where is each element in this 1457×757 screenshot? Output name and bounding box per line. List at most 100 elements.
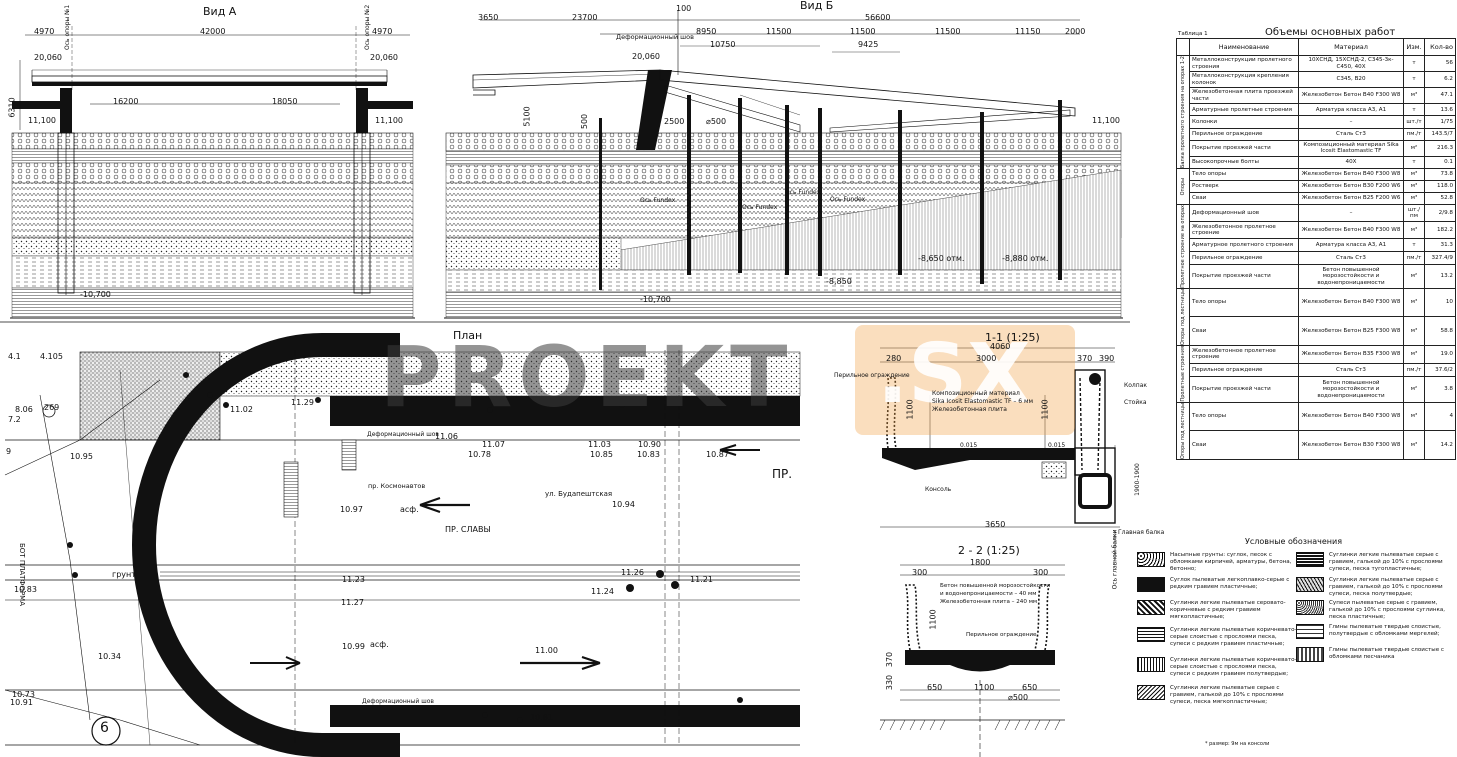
legend-text: Суглок пылеватые легкоплавко-серые с ред… — [1170, 577, 1290, 590]
table-cell: 19.0 — [1424, 345, 1456, 364]
sec2-dim: 330 — [885, 674, 895, 691]
plan-mark: 11.23 — [342, 575, 365, 584]
table-cell: 6.2 — [1424, 71, 1456, 89]
view-b-low: -10,700 — [640, 295, 671, 304]
view-b-mark: 100 — [676, 4, 692, 13]
legend-swatch — [1296, 624, 1324, 639]
plan-mark: 10.83 — [14, 585, 37, 594]
table-cell: м³ — [1403, 345, 1425, 364]
table-group-label: Пролетное строение на опорах — [1180, 205, 1186, 288]
table-cell: Сталь Ст3 — [1298, 127, 1404, 141]
street-budapest: ул. Будапештская — [545, 490, 613, 498]
table-cell: шт./т — [1403, 115, 1425, 129]
legend-text: Супеси пылеватые серые с гравием, галько… — [1329, 600, 1446, 620]
table-cell: Железобетон Бетон В25 F200 W6 — [1298, 192, 1404, 206]
legend-text: Суглинки легкие пылеватые коричневато-се… — [1170, 627, 1297, 647]
table-cell: Арматура класса А3, А1 — [1298, 238, 1404, 252]
plan-mark: 10.95 — [70, 452, 93, 461]
sec2-note: Бетон повышенной морозостойкости — [940, 583, 1051, 589]
table-group-label: Опоры под лестницы — [1180, 402, 1186, 459]
table-cell: Бетон повышенной морозостойкости и водон… — [1298, 376, 1404, 403]
table-cell: Арматурное пролетного строения — [1189, 238, 1299, 252]
view-a-height: 6310 — [7, 97, 17, 118]
sec1-post: Стойка — [1124, 399, 1147, 406]
table-cell: Композиционный материал Sika Icosit Elas… — [1298, 139, 1404, 157]
sec1-dim: 370 — [1077, 354, 1093, 363]
view-a-dim: 18050 — [272, 97, 298, 106]
table-cell: Покрытие проезжей части — [1189, 263, 1299, 289]
view-a-bridge — [12, 26, 413, 295]
table-cell: пм./т — [1403, 362, 1425, 378]
view-a-low: -10,700 — [80, 290, 111, 299]
table-cell: 47.1 — [1424, 87, 1456, 105]
sec2-dim: 1100 — [928, 609, 938, 630]
table-cell: Бетон повышенной морозостойкости и водон… — [1298, 263, 1404, 289]
table-cell: Тело опоры — [1189, 287, 1299, 318]
view-a-title: Вид А — [203, 5, 237, 18]
legend-swatch — [1296, 552, 1324, 567]
sec2-dim: 300 — [1033, 568, 1049, 577]
street-slavy: ПР. СЛАВЫ — [445, 525, 491, 534]
watermark-text: PROEKT — [380, 328, 794, 426]
legend-item: Суглинки легкие пылеватые коричневато-се… — [1137, 657, 1297, 678]
table-cell: пм./т — [1403, 251, 1425, 265]
plan-tag: 4.105 — [40, 352, 63, 361]
view-b-total: 56600 — [865, 13, 891, 22]
table-header-group — [1176, 38, 1190, 56]
table-cell: 1/75 — [1424, 115, 1456, 129]
table-cell: 52.8 — [1424, 192, 1456, 206]
plan-title: План — [453, 329, 483, 342]
view-b-depth: -8,850 — [826, 277, 852, 286]
legend-item: Суглок пылеватые легкоплавко-серые с ред… — [1137, 577, 1297, 592]
table-cell: Перильное ограждение — [1189, 127, 1299, 141]
plan-drawing — [4, 330, 801, 757]
soil-label: Ось Fundex — [640, 197, 676, 204]
sec1-dim: 1100 — [1040, 399, 1050, 420]
table-cell: 31.3 — [1424, 238, 1456, 252]
table-cell: Деформационный шов — [1189, 204, 1299, 223]
view-a-dim: 42000 — [200, 27, 226, 36]
table-header: Изм. — [1403, 38, 1425, 56]
table-cell: Тело опоры — [1189, 168, 1299, 182]
view-a-soil — [10, 132, 415, 319]
table-cell: Покрытие проезжей части — [1189, 376, 1299, 403]
legend-item: Суглинки легкие пылеватые серые с гравие… — [1296, 552, 1456, 573]
table-cell: Арматура класса А3, А1 — [1298, 103, 1404, 117]
section-2-title: 2 - 2 (1:25) — [958, 544, 1020, 557]
table-cell: Железобетонное пролетное строение — [1189, 221, 1299, 240]
table-cell: Металлоконструкция крепления колонок — [1189, 71, 1299, 89]
table-group-cell: Балка пролетного строения на опорах 1-2 — [1176, 54, 1190, 170]
table-cell: Железобетон Бетон В40 F300 W8 — [1298, 221, 1404, 240]
table-cell: Перильное ограждение — [1189, 251, 1299, 265]
view-b-dim: 11150 — [1015, 27, 1041, 36]
legend-item: Суглинки легкие пылеватые серовато-корич… — [1137, 600, 1297, 621]
view-b-pier-diam: ⌀500 — [706, 117, 727, 126]
table-cell: м³ — [1403, 316, 1425, 347]
table-cell: Перильное ограждение — [1189, 362, 1299, 378]
plan-mark: 10.94 — [612, 500, 635, 509]
legend-text: Суглинки легкие пылеватые серые с гравие… — [1170, 685, 1284, 705]
view-b-dim: 5100 — [522, 106, 532, 127]
table-cell: Сталь Ст3 — [1298, 251, 1404, 265]
table-cell: 40Х — [1298, 155, 1404, 170]
table-cell: 10 — [1424, 287, 1456, 318]
table-group-cell: Опоры под лестницы — [1176, 287, 1190, 347]
section-1-1 — [880, 347, 1120, 560]
legend-footnote: * размер: 9м на консоли — [1205, 741, 1270, 747]
plan-mark: 11.03 — [588, 440, 611, 449]
table-cell: Сваи — [1189, 430, 1299, 460]
legend-text: Глины пылеватые твердые слоистые, полутв… — [1329, 624, 1441, 637]
sec1-railing: Перильное ограждение — [834, 372, 910, 379]
plan-tag: 269 — [44, 403, 60, 412]
watermark-suffix: .SX — [877, 327, 1031, 422]
table-cell: Покрытие проезжей части — [1189, 139, 1299, 157]
sec1-dim: 1100 — [905, 399, 915, 420]
